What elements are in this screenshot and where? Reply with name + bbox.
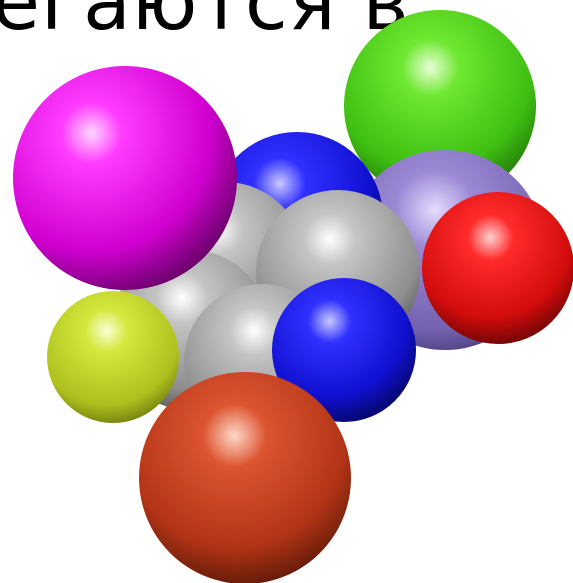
brown-atom	[139, 372, 351, 583]
yellow-green-atom	[47, 291, 179, 423]
caption-text: егаются в	[0, 0, 410, 48]
lime-green-atom	[344, 10, 536, 202]
blue-atom-bottom	[272, 278, 416, 422]
red-atom	[422, 192, 573, 344]
magenta-atom	[13, 66, 237, 290]
